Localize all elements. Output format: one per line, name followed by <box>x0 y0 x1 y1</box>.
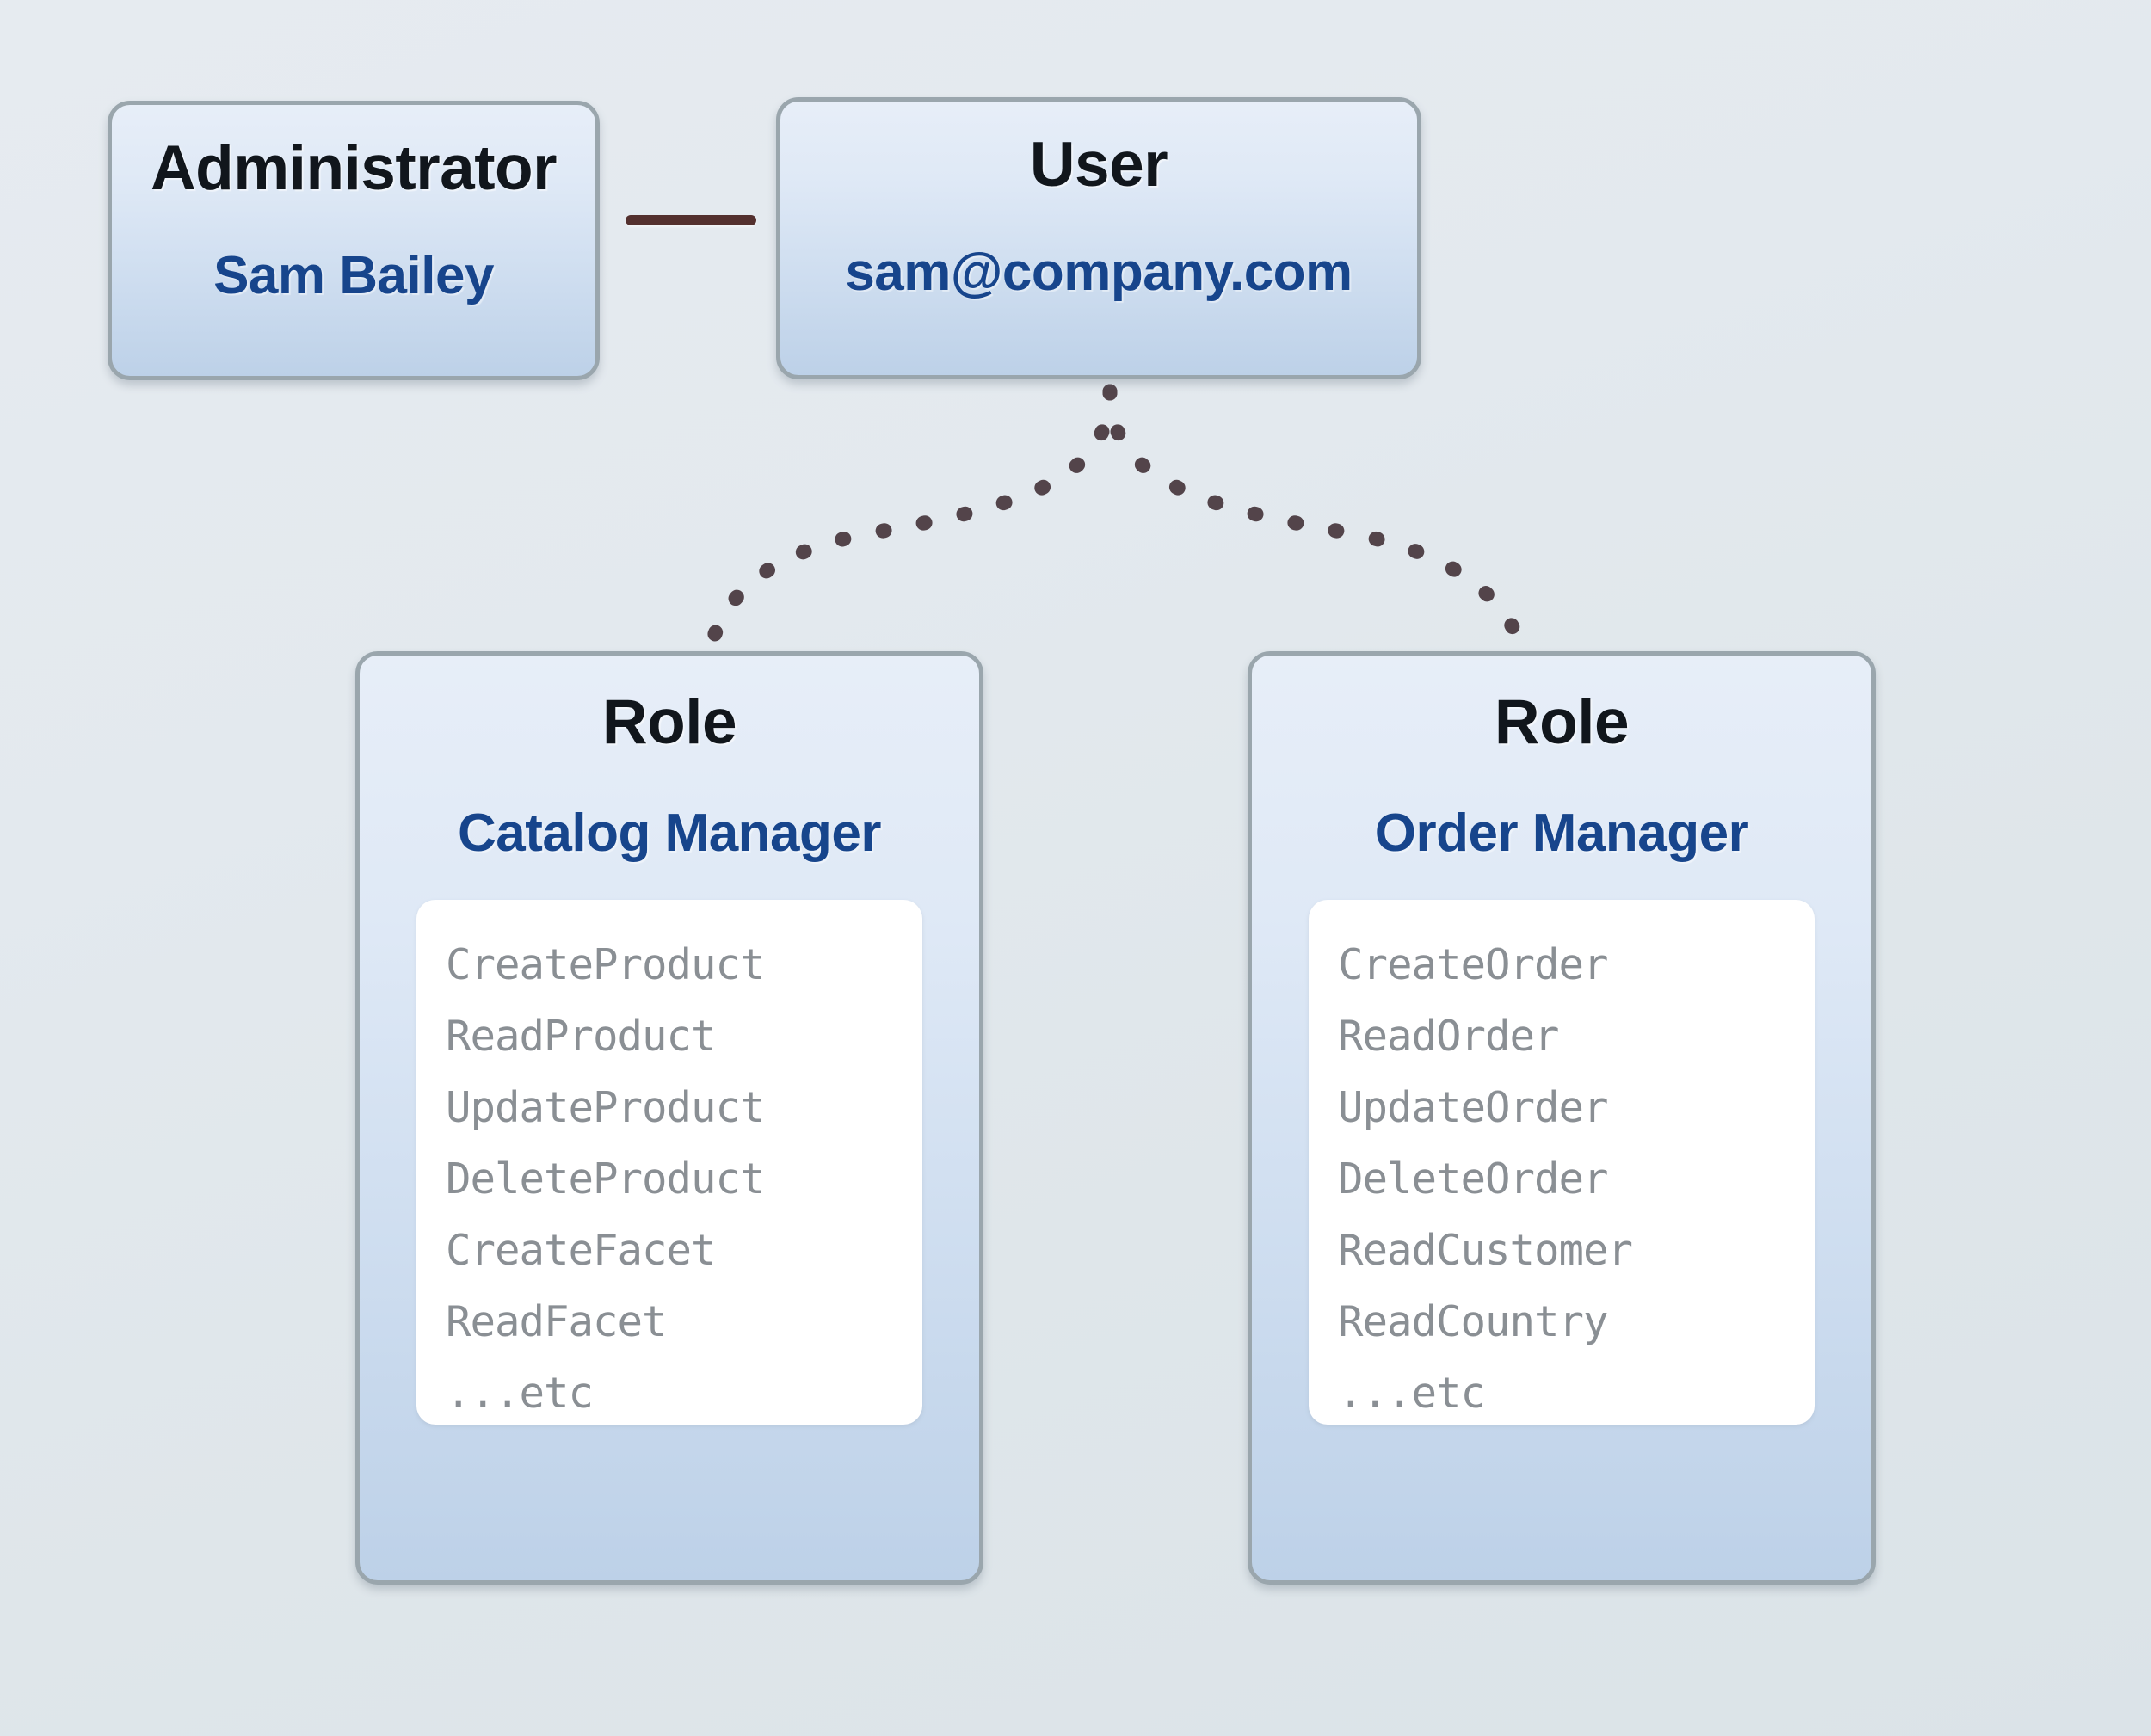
permission-item: UpdateOrder <box>1338 1083 1609 1132</box>
dotted-path-catalog-manager <box>702 384 1118 657</box>
permission-item: CreateOrder <box>1338 940 1609 989</box>
role-type-label: Role <box>1494 687 1630 757</box>
permission-item: ReadProduct <box>446 1012 717 1061</box>
permission-item: DeleteProduct <box>446 1154 766 1204</box>
role-node-catalog-manager[interactable]: Role Catalog Manager CreateProduct ReadP… <box>355 651 983 1585</box>
administrator-node[interactable]: Administrator Sam Bailey <box>108 101 600 380</box>
permission-item: DeleteOrder <box>1338 1154 1609 1204</box>
connector-administrator-to-user <box>626 215 756 225</box>
role-type-label: Role <box>601 687 737 757</box>
user-type-label: User <box>1029 130 1168 200</box>
permission-item: UpdateProduct <box>446 1083 766 1132</box>
administrator-type-label: Administrator <box>150 133 558 203</box>
role-name-value: Order Manager <box>1374 803 1749 863</box>
permission-item: CreateFacet <box>446 1226 717 1275</box>
role-node-order-manager[interactable]: Role Order Manager CreateOrder ReadOrder… <box>1248 651 1876 1585</box>
dotted-path-order-manager <box>1102 384 1531 657</box>
permission-item: ...etc <box>446 1369 594 1418</box>
permission-item: ReadOrder <box>1338 1012 1560 1061</box>
administrator-name-value: Sam Bailey <box>213 246 494 305</box>
permission-panel: CreateProduct ReadProduct UpdateProduct … <box>416 900 922 1425</box>
permission-item: ReadFacet <box>446 1297 668 1346</box>
user-email-value: sam@company.com <box>845 243 1353 302</box>
permission-item: ReadCountry <box>1338 1297 1609 1346</box>
permission-item: ...etc <box>1338 1369 1486 1418</box>
user-node[interactable]: User sam@company.com <box>776 97 1421 379</box>
role-name-value: Catalog Manager <box>457 803 882 863</box>
permission-panel: CreateOrder ReadOrder UpdateOrder Delete… <box>1309 900 1815 1425</box>
permission-item: CreateProduct <box>446 940 766 989</box>
permission-item: ReadCustomer <box>1338 1226 1633 1275</box>
